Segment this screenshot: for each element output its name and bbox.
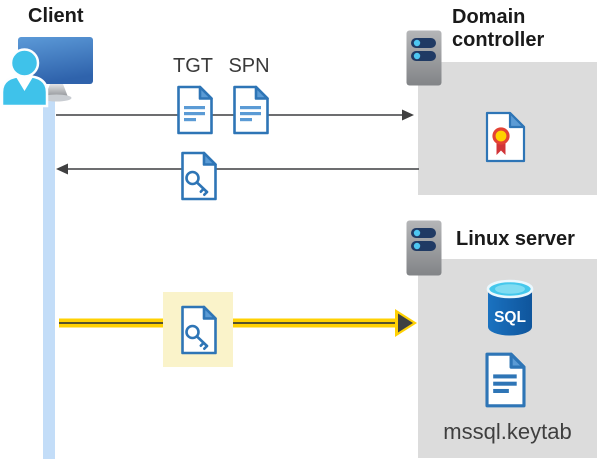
spn-label: SPN bbox=[228, 55, 270, 77]
domain-controller-server-icon bbox=[406, 30, 442, 86]
arrow-client-to-linux bbox=[59, 309, 417, 337]
client-lifeline bbox=[43, 94, 55, 459]
keytab-document-icon bbox=[485, 352, 526, 408]
keytab-filename-label: mssql.keytab bbox=[443, 419, 572, 444]
arrow-client-to-dc bbox=[56, 109, 414, 121]
sql-database-icon: SQL bbox=[486, 279, 534, 336]
spn-document-icon bbox=[233, 85, 269, 135]
key-document-icon bbox=[181, 151, 217, 201]
linux-server-icon bbox=[406, 220, 442, 276]
arrow-dc-to-client bbox=[56, 163, 419, 175]
tgt-label: TGT bbox=[173, 55, 213, 77]
tgt-document-icon bbox=[177, 85, 213, 135]
key-document-icon-highlighted bbox=[181, 305, 217, 355]
key-glyph bbox=[185, 324, 209, 350]
monitor-icon bbox=[18, 37, 93, 102]
rosette bbox=[492, 127, 510, 145]
sql-label: SQL bbox=[494, 309, 526, 326]
person-icon bbox=[0, 48, 49, 108]
client-heading: Client bbox=[28, 5, 84, 27]
key-glyph bbox=[185, 170, 209, 196]
ribbon bbox=[496, 141, 506, 155]
certificate-icon bbox=[485, 111, 526, 163]
domain-controller-heading: Domain controller bbox=[452, 6, 545, 51]
linux-server-heading: Linux server bbox=[456, 228, 575, 250]
client-workstation-icon bbox=[0, 37, 93, 108]
